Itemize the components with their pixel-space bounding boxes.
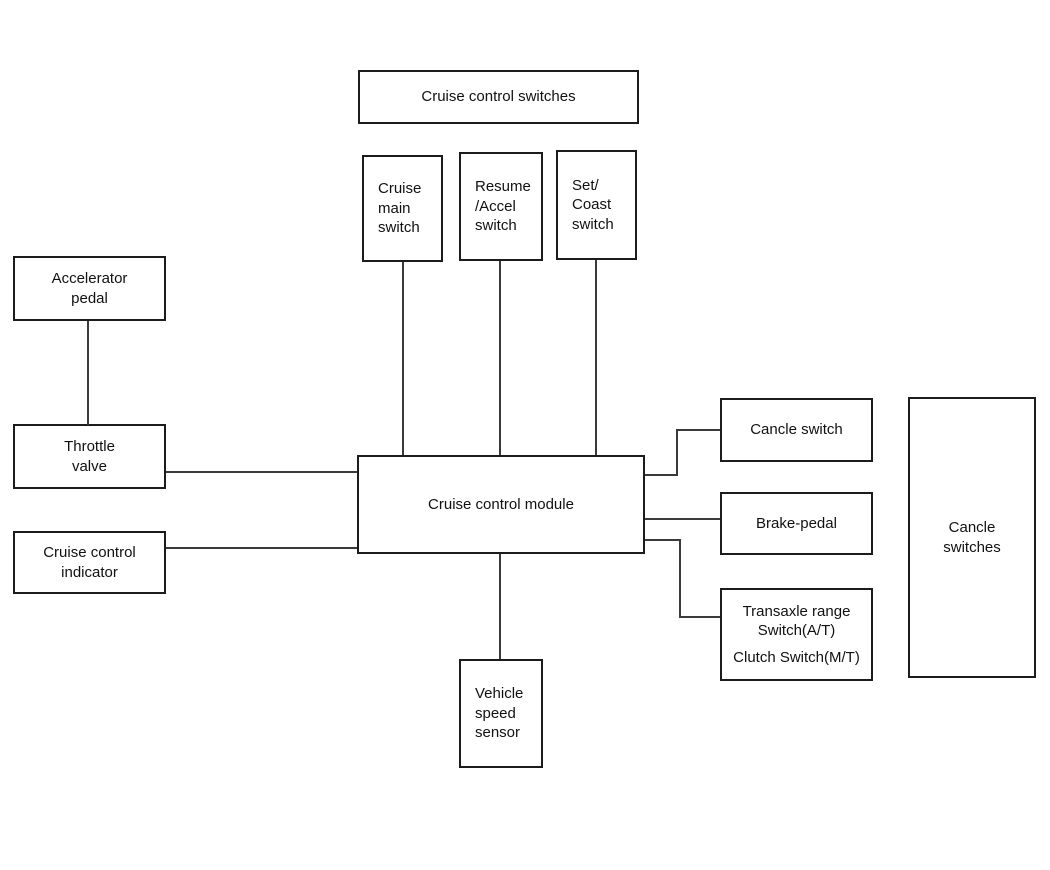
connector-module-to-brake-pedal <box>645 518 720 520</box>
connector-module-to-cancle-switch-seg3 <box>676 429 720 431</box>
node-resume-accel-switch: Resume /Accel switch <box>459 152 543 261</box>
node-accelerator-pedal: Accelerator pedal <box>13 256 166 321</box>
node-cruise-control-switches: Cruise control switches <box>358 70 639 124</box>
transaxle-range-label: Transaxle range Switch(A/T) <box>742 602 851 640</box>
node-brake-pedal: Brake-pedal <box>720 492 873 555</box>
node-cancle-switches: Cancle switches <box>908 397 1036 678</box>
node-throttle-valve: Throttle valve <box>13 424 166 489</box>
node-cruise-main-switch: Cruise main switch <box>362 155 443 262</box>
connector-resume-switch-to-module <box>499 261 501 455</box>
connector-main-switch-to-module <box>402 262 404 455</box>
clutch-switch-label: Clutch Switch(M/T) <box>733 648 860 666</box>
node-cancle-switch: Cancle switch <box>720 398 873 462</box>
node-vehicle-speed-sensor: Vehicle speed sensor <box>459 659 543 768</box>
node-cruise-control-indicator: Cruise control indicator <box>13 531 166 594</box>
node-set-coast-switch: Set/ Coast switch <box>556 150 637 260</box>
connector-accelerator-to-throttle <box>87 321 89 425</box>
connector-module-to-cancle-switch-seg2 <box>676 429 678 476</box>
connector-module-to-transaxle-seg1 <box>645 539 681 541</box>
connector-module-to-transaxle-seg3 <box>679 616 720 618</box>
connector-set-coast-switch-to-module <box>595 260 597 455</box>
connector-module-to-speed-sensor <box>499 554 501 659</box>
connector-module-to-cancle-switch-seg1 <box>645 474 678 476</box>
connector-throttle-to-module <box>166 471 357 473</box>
node-transaxle-range-clutch-switch: Transaxle range Switch(A/T) Clutch Switc… <box>720 588 873 681</box>
connector-indicator-to-module <box>166 547 357 549</box>
connector-module-to-transaxle-seg2 <box>679 539 681 618</box>
node-cruise-control-module: Cruise control module <box>357 455 645 554</box>
